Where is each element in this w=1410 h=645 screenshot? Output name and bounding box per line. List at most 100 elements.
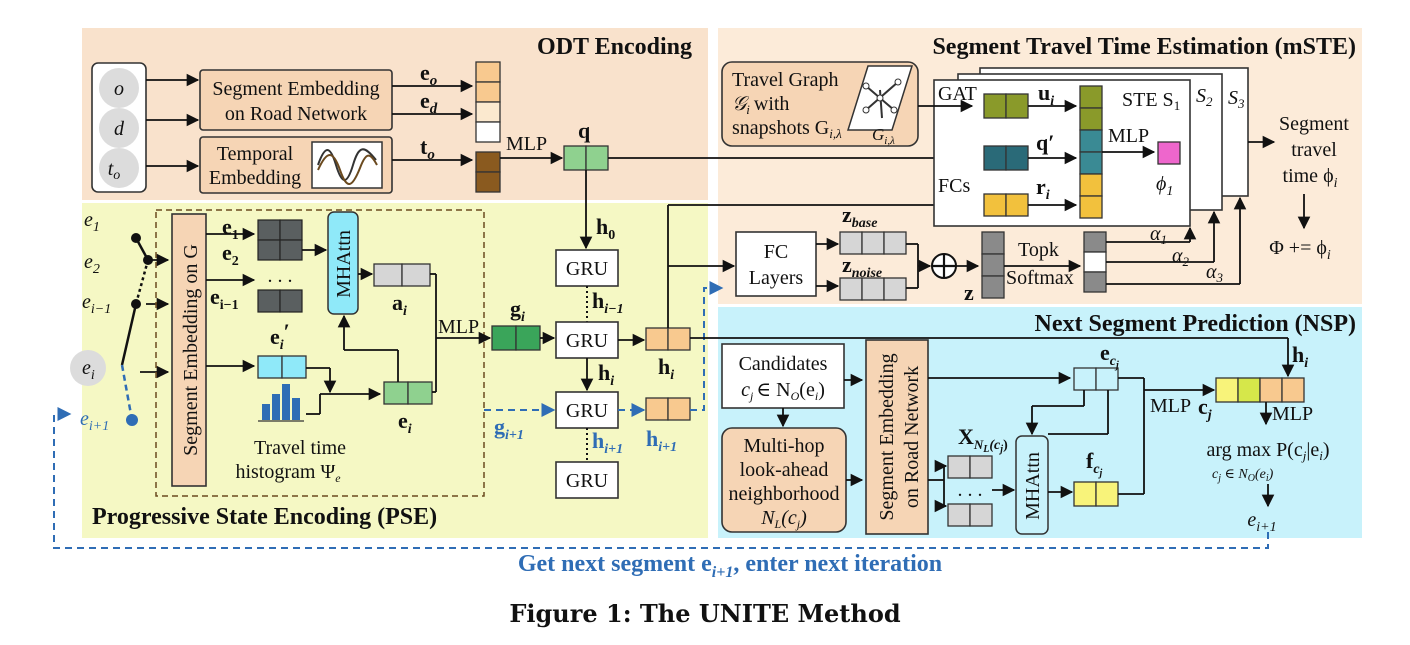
odt-mlp-label: MLP [506,133,547,155]
argmax-sub-label: cj ∈ NO(ei) [1212,467,1274,484]
nsp-concat-vector [1215,377,1305,403]
input-d-label: d [114,118,125,140]
h-i-vector [645,327,691,351]
z-label: z [964,280,974,305]
mhattn-nsp-box [1015,435,1049,535]
e-cj-label: ecj [1100,340,1119,371]
phi1-label: ϕ1 [1156,173,1173,199]
path-e1: e1 [84,209,100,235]
path-ei1: ei+1 [80,408,109,434]
input-t [99,148,139,188]
travel-graph-label-1: Travel Graph [732,69,838,91]
sum-label: Φ += ϕi [1269,237,1331,263]
z-base-label: zbase [842,202,877,231]
t-o-label: to [420,134,435,163]
segment-embedding-g-box [171,213,207,487]
a-i-vector [373,263,431,287]
q-prime-label: q′ [1036,130,1054,155]
ste-s2-label: S2 [1196,85,1213,109]
argmax-label: arg max P(cj|ei) [1206,439,1329,463]
multi-hop-label-3: neighborhood [728,483,839,505]
alpha-vector [1083,231,1107,293]
e-cj-vector [1073,367,1119,391]
alpha1-label: α1 [1150,223,1167,247]
alpha3-label: α3 [1206,261,1224,285]
gru-1-label: GRU [566,258,609,280]
plus-icon [931,253,957,279]
gru-2-label: GRU [566,330,609,352]
candidates-label-1: Candidates [739,353,828,375]
h-i-label: hi [658,354,674,383]
temp-emb-label-2: Embedding [209,167,301,189]
input-o [99,68,139,108]
phi1-box [1157,141,1181,165]
q-prime-vector [983,145,1029,171]
hist-label-1: Travel time [254,437,346,459]
path-eim1: ei−1 [82,291,111,317]
pse-inner-frame [155,209,485,497]
ei-label: ei [398,408,412,437]
pse-title: Progressive State Encoding (PSE) [92,504,437,530]
z-base-vector [839,231,907,255]
out-label-1: Segment [1279,113,1349,135]
c-j-label: cj [1198,394,1212,423]
gat-label: GAT [938,83,977,105]
q-vector [563,145,609,171]
graph-snapshot-icon [846,65,914,131]
hi1-col-label: hi+1 [592,428,623,457]
ste-s1-label: STE S1 [1122,89,1180,113]
history-dots: . . . [268,265,293,287]
nsp-title: Next Segment Prediction (NSP) [1035,311,1357,337]
gru-1 [555,249,619,287]
out-label-2: travel [1291,139,1337,161]
multi-hop-label-4: NL(cj) [760,507,807,531]
odt-title: ODT Encoding [537,34,692,60]
ste-mlp-label: MLP [1108,125,1149,147]
f-cj-label: fcj [1086,448,1103,479]
mste-title: Segment Travel Time Estimation (mSTE) [932,34,1356,60]
nsp-seg-emb-label-1: Segment Embedding [876,353,898,520]
out-label-3: time ϕi [1283,165,1338,191]
histogram-icon [258,384,304,422]
e-o-label: eo [420,60,437,89]
nsp-mlp-label-2: MLP [1272,403,1313,425]
x-label: XNL(cj) [958,424,1008,455]
alpha2-label: α2 [1172,245,1190,269]
nsp-mlp-label-1: MLP [1150,395,1191,417]
softmax-label: Softmax [1006,267,1074,289]
gru-4 [555,461,619,499]
ste-s3-label: S3 [1228,87,1245,111]
input-t-label: to [108,158,121,183]
current-segment-node [70,350,106,386]
mhattn-pse-box [327,211,359,315]
h-i1-label: hi+1 [646,426,677,455]
fc-layers-label-1: FC [764,241,788,263]
him1-label: hi−1 [592,288,624,317]
fc-layers-box [735,231,817,297]
hist-label-2: histogram Ψe [235,461,341,485]
pse-eim1: ei−1 [210,284,239,313]
g-i1-label: gi+1 [494,414,524,443]
nsp-segment-embedding-box [865,339,929,535]
z-noise-vector [839,277,907,301]
seg-emb-label-2: on Road Network [225,103,367,125]
multi-hop-label-1: Multi-hop [743,435,824,457]
wave-icon [311,141,383,189]
segment-embedding-road-box [199,69,393,131]
path-e2: e2 [84,251,100,277]
segment-path [120,233,153,426]
candidates-box [721,343,845,409]
candidates-label-2: cj∈ NO(ei) [741,379,825,403]
u-i-label: ui [1038,80,1054,109]
loop-text: Get next segment ei+1, enter next iterat… [518,551,942,581]
input-o-label: o [114,78,124,100]
gru-3-label: GRU [566,400,609,422]
ei-vector [383,381,433,405]
gru-2 [555,321,619,359]
gru-3 [555,391,619,429]
fc-layers-label-2: Layers [749,267,804,289]
pse-mlp-label: MLP [438,316,479,338]
figure-caption: Figure 1: The UNITE Method [509,599,900,628]
ei-prime-vector [257,355,307,379]
